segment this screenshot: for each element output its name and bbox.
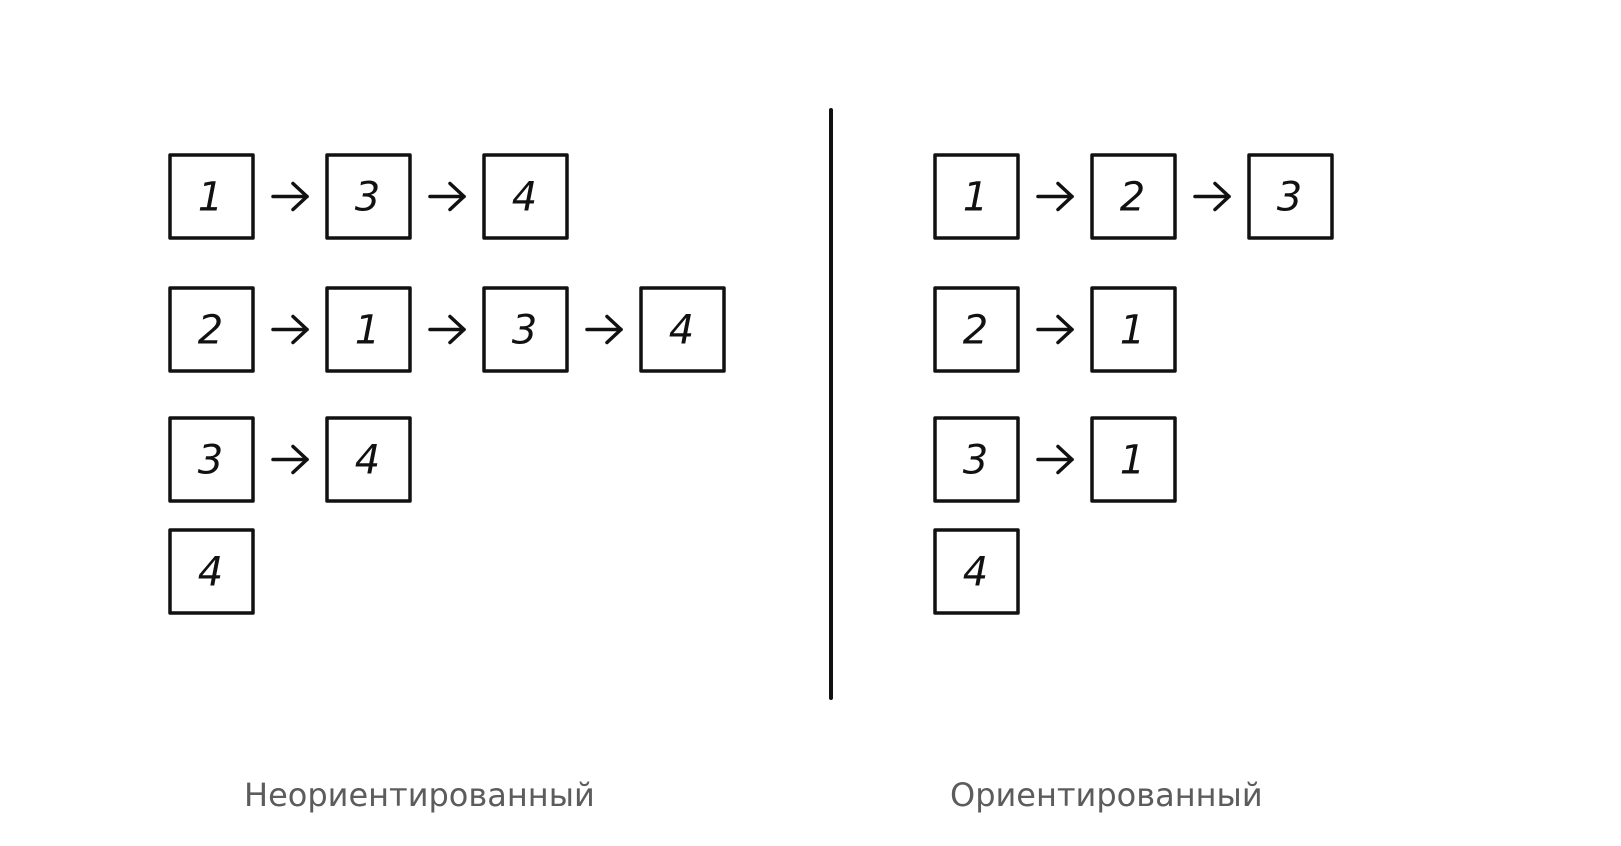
node-label: 1 — [1120, 438, 1145, 484]
node-box — [325, 416, 412, 503]
node-label: 4 — [669, 308, 694, 354]
node-label: 1 — [355, 308, 380, 354]
neighbor-node: 2 — [1090, 153, 1177, 240]
vertex-head-node: 2 — [168, 286, 255, 373]
arrow-icon — [271, 314, 309, 345]
node-label: 1 — [198, 175, 223, 221]
node-label: 2 — [198, 308, 223, 354]
node-box — [933, 153, 1020, 240]
neighbor-node: 1 — [1090, 416, 1177, 503]
node-box — [168, 153, 255, 240]
vertex-head-node: 3 — [933, 416, 1020, 503]
adjacency-row: 2 1 3 4 — [168, 286, 726, 373]
node-label: 2 — [963, 308, 988, 354]
neighbor-node: 4 — [639, 286, 726, 373]
neighbor-node: 1 — [1090, 286, 1177, 373]
vertex-head-node: 1 — [168, 153, 255, 240]
directed-caption: Ориентированный — [950, 776, 1263, 814]
vertex-head-node: 4 — [933, 528, 1020, 615]
arrow-icon — [585, 314, 623, 345]
node-box — [325, 286, 412, 373]
vertex-head-node: 4 — [168, 528, 255, 615]
adjacency-row: 4 — [933, 528, 1020, 615]
arrow-icon — [271, 181, 309, 212]
node-label: 1 — [963, 175, 988, 221]
arrow-icon — [428, 181, 466, 212]
node-box — [639, 286, 726, 373]
arrow-icon — [1036, 444, 1074, 475]
neighbor-node: 4 — [325, 416, 412, 503]
node-label: 4 — [198, 550, 223, 596]
vertex-head-node: 3 — [168, 416, 255, 503]
node-box — [1090, 286, 1177, 373]
node-box — [1090, 416, 1177, 503]
vertex-head-node: 2 — [933, 286, 1020, 373]
node-box — [1247, 153, 1334, 240]
arrow-icon — [1036, 181, 1074, 212]
node-label: 3 — [198, 438, 223, 484]
arrow-icon — [1193, 181, 1231, 212]
node-label: 3 — [1277, 175, 1302, 221]
node-box — [1090, 153, 1177, 240]
neighbor-node: 1 — [325, 286, 412, 373]
node-box — [168, 416, 255, 503]
arrow-icon — [271, 444, 309, 475]
neighbor-node: 3 — [1247, 153, 1334, 240]
node-label: 3 — [963, 438, 988, 484]
node-label: 4 — [963, 550, 988, 596]
node-box — [482, 153, 569, 240]
node-label: 1 — [1120, 308, 1145, 354]
adjacency-row: 1 3 4 — [168, 153, 569, 240]
node-box — [933, 416, 1020, 503]
neighbor-node: 3 — [482, 286, 569, 373]
node-label: 3 — [512, 308, 537, 354]
neighbor-node: 4 — [482, 153, 569, 240]
node-label: 2 — [1120, 175, 1145, 221]
node-label: 3 — [355, 175, 380, 221]
neighbor-node: 3 — [325, 153, 412, 240]
node-box — [933, 286, 1020, 373]
arrow-icon — [428, 314, 466, 345]
vertex-head-node: 1 — [933, 153, 1020, 240]
node-box — [482, 286, 569, 373]
node-box — [933, 528, 1020, 615]
node-box — [168, 286, 255, 373]
node-box — [325, 153, 412, 240]
node-label: 4 — [512, 175, 537, 221]
adjacency-row: 1 2 3 — [933, 153, 1334, 240]
arrow-icon — [1036, 314, 1074, 345]
node-label: 4 — [355, 438, 380, 484]
node-box — [168, 528, 255, 615]
adjacency-row: 4 — [168, 528, 255, 615]
undirected-caption: Неориентированный — [244, 776, 595, 814]
